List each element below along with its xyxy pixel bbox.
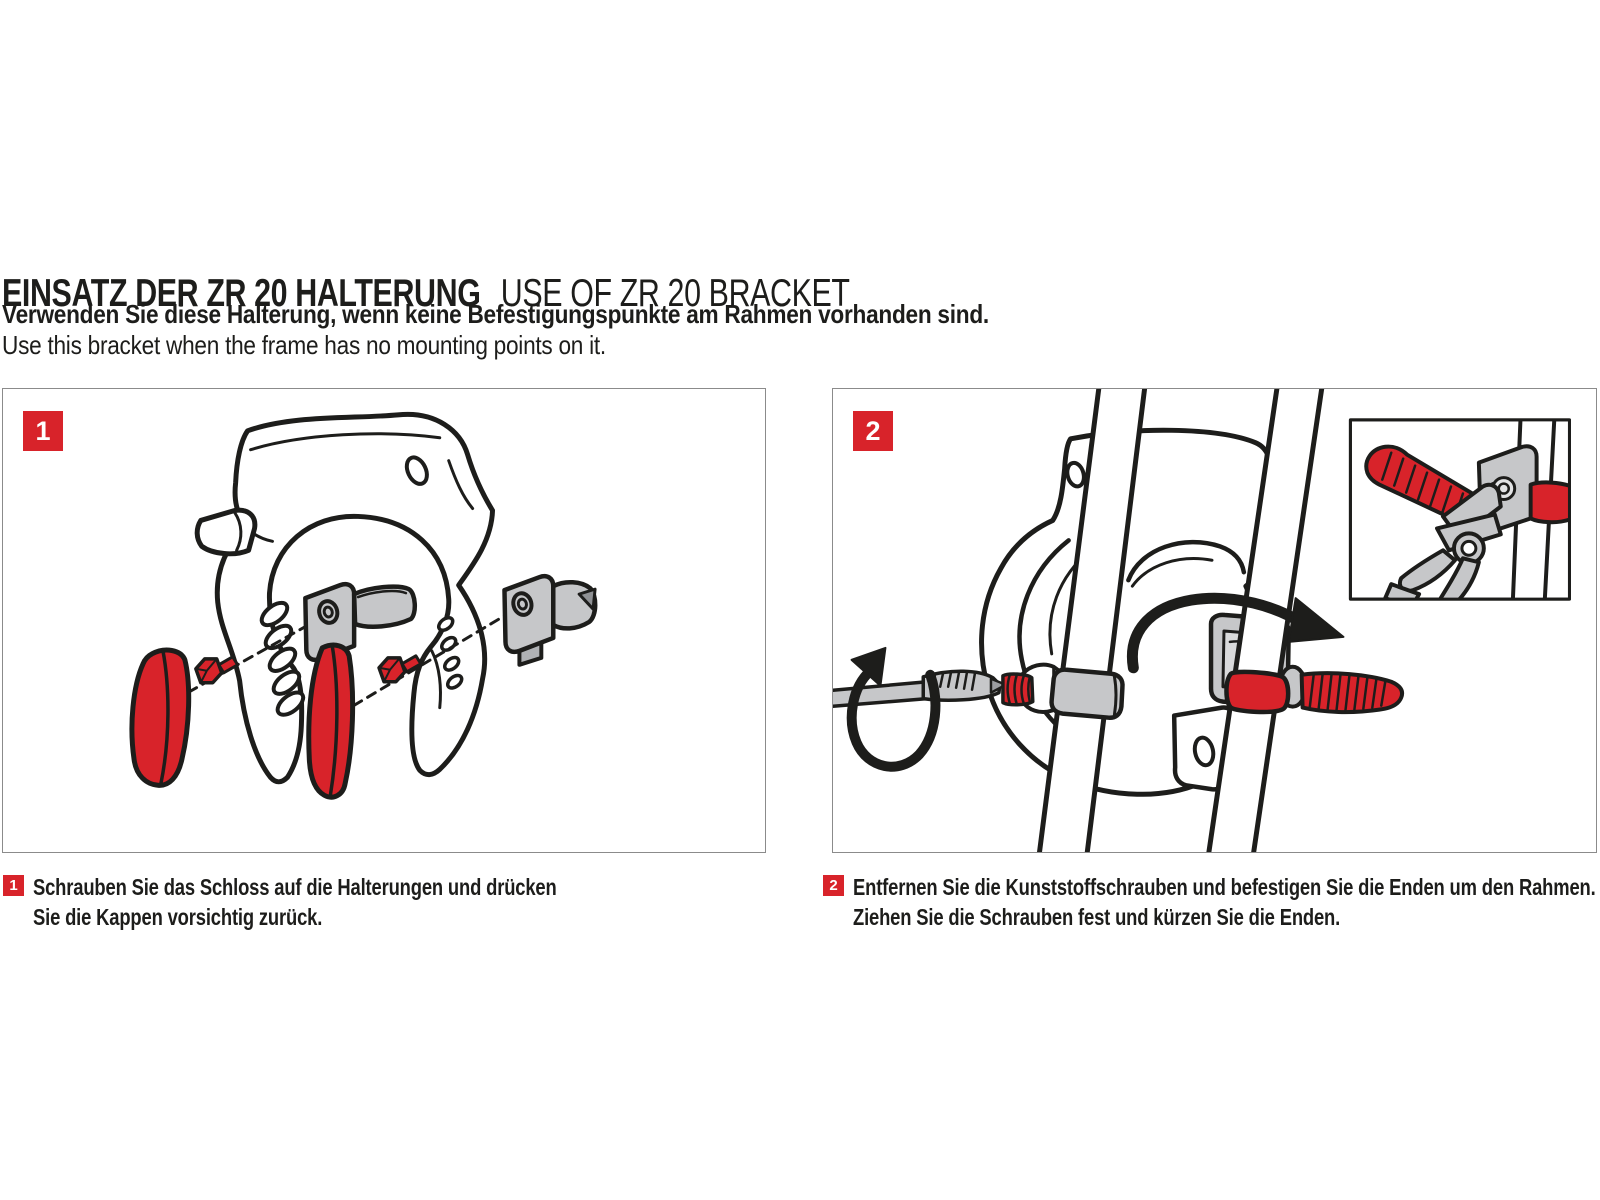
red-cap [129, 647, 192, 788]
step-1-number-badge: 1 [23, 411, 63, 451]
lock-vent-slots-right [437, 615, 464, 690]
page-title-english: USE OF ZR 20 BRACKET [500, 272, 850, 316]
red-plastic-screw [1001, 672, 1035, 707]
hex-screw [194, 655, 240, 685]
step-1-panel: 1 [2, 388, 766, 853]
clamp-band [1049, 667, 1125, 720]
step-2-caption-line1: Entfernen Sie die Kunststoffschrauben un… [853, 874, 1596, 900]
rotation-arrow [846, 646, 941, 772]
step-1-illustration [129, 411, 598, 800]
step-1-caption-line1: Schrauben Sie das Schloss auf die Halter… [33, 874, 557, 900]
step-2-caption-line2: Ziehen Sie die Schrauben fest und kürzen… [853, 904, 1341, 930]
step-1-caption-text: Schrauben Sie das Schloss auf die Halter… [33, 872, 557, 932]
hex-screw [377, 654, 423, 684]
red-cap [306, 642, 356, 800]
intro-german: Verwenden Sie diese Halterung, wenn kein… [2, 299, 989, 329]
intro-text: Verwenden Sie diese Halterung, wenn kein… [2, 299, 989, 361]
step-2-caption: 2 Entfernen Sie die Kunststoffschrauben … [823, 872, 1600, 932]
step-1-caption: 1 Schrauben Sie das Schloss auf die Halt… [3, 872, 687, 932]
page-title-german: EINSATZ DER ZR 20 HALTERUNG [2, 272, 481, 316]
inset-tie-band [1528, 480, 1570, 525]
wrap-direction-arrow [1126, 592, 1345, 674]
step-2-caption-badge: 2 [823, 875, 844, 896]
page-title: EINSATZ DER ZR 20 HALTERUNG USE OF ZR 20 … [2, 274, 850, 314]
step-1-caption-line2: Sie die Kappen vorsichtig zurück. [33, 904, 323, 930]
cable-tie [1224, 664, 1405, 715]
inset-cutting-pliers [1383, 482, 1503, 600]
mount-hole [1065, 460, 1086, 489]
mount-hole [404, 455, 429, 486]
step-2-panel: 2 [832, 388, 1597, 853]
mounting-bracket-right [502, 573, 598, 667]
step-2-illustration [833, 389, 1571, 852]
intro-english: Use this bracket when the frame has no m… [2, 330, 606, 360]
step-2-number-badge: 2 [853, 411, 893, 451]
lock-knob [194, 507, 258, 557]
step-2-caption-text: Entfernen Sie die Kunststoffschrauben un… [853, 872, 1596, 932]
pliers-inset [1348, 418, 1571, 601]
lock-vent-slots [259, 600, 306, 717]
step-1-caption-badge: 1 [3, 875, 24, 896]
